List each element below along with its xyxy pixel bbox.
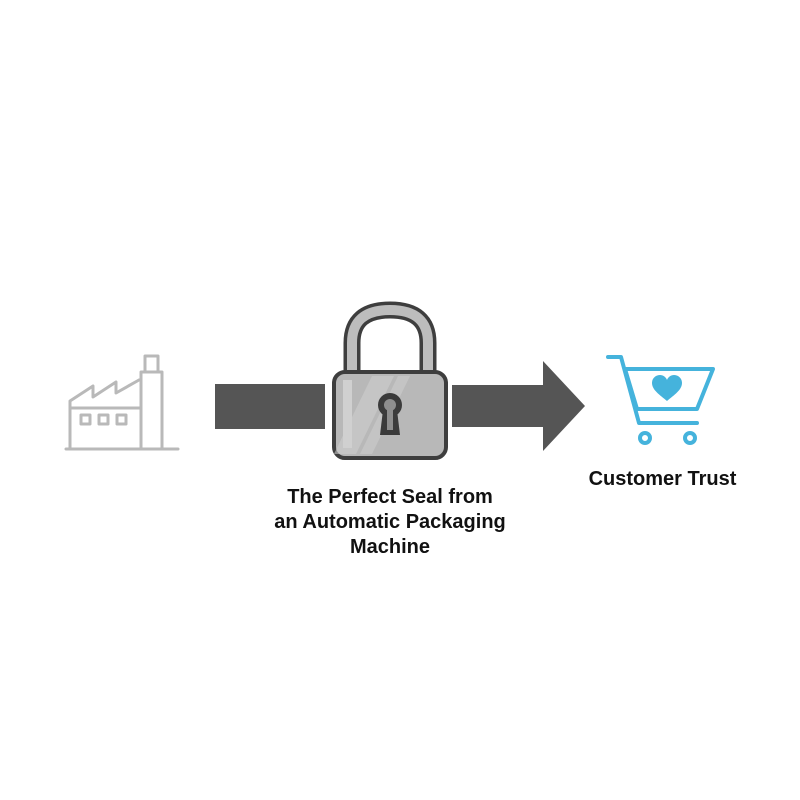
shopping-cart-icon (606, 355, 715, 445)
seal-caption-line-3: Machine (349, 536, 431, 558)
arrow-head (452, 361, 585, 451)
seal-caption: The Perfect Seal from an Automatic Packa… (240, 485, 540, 560)
customer-trust-caption: Customer Trust (588, 468, 737, 490)
heart-icon (652, 375, 682, 401)
arrow-shaft-left (215, 384, 325, 429)
factory-icon (64, 354, 180, 451)
seal-caption-line-1: The Perfect Seal from (287, 486, 493, 508)
seal-caption-line-2: an Automatic Packaging (274, 511, 506, 533)
keyhole (378, 393, 402, 435)
padlock-icon (332, 301, 448, 460)
